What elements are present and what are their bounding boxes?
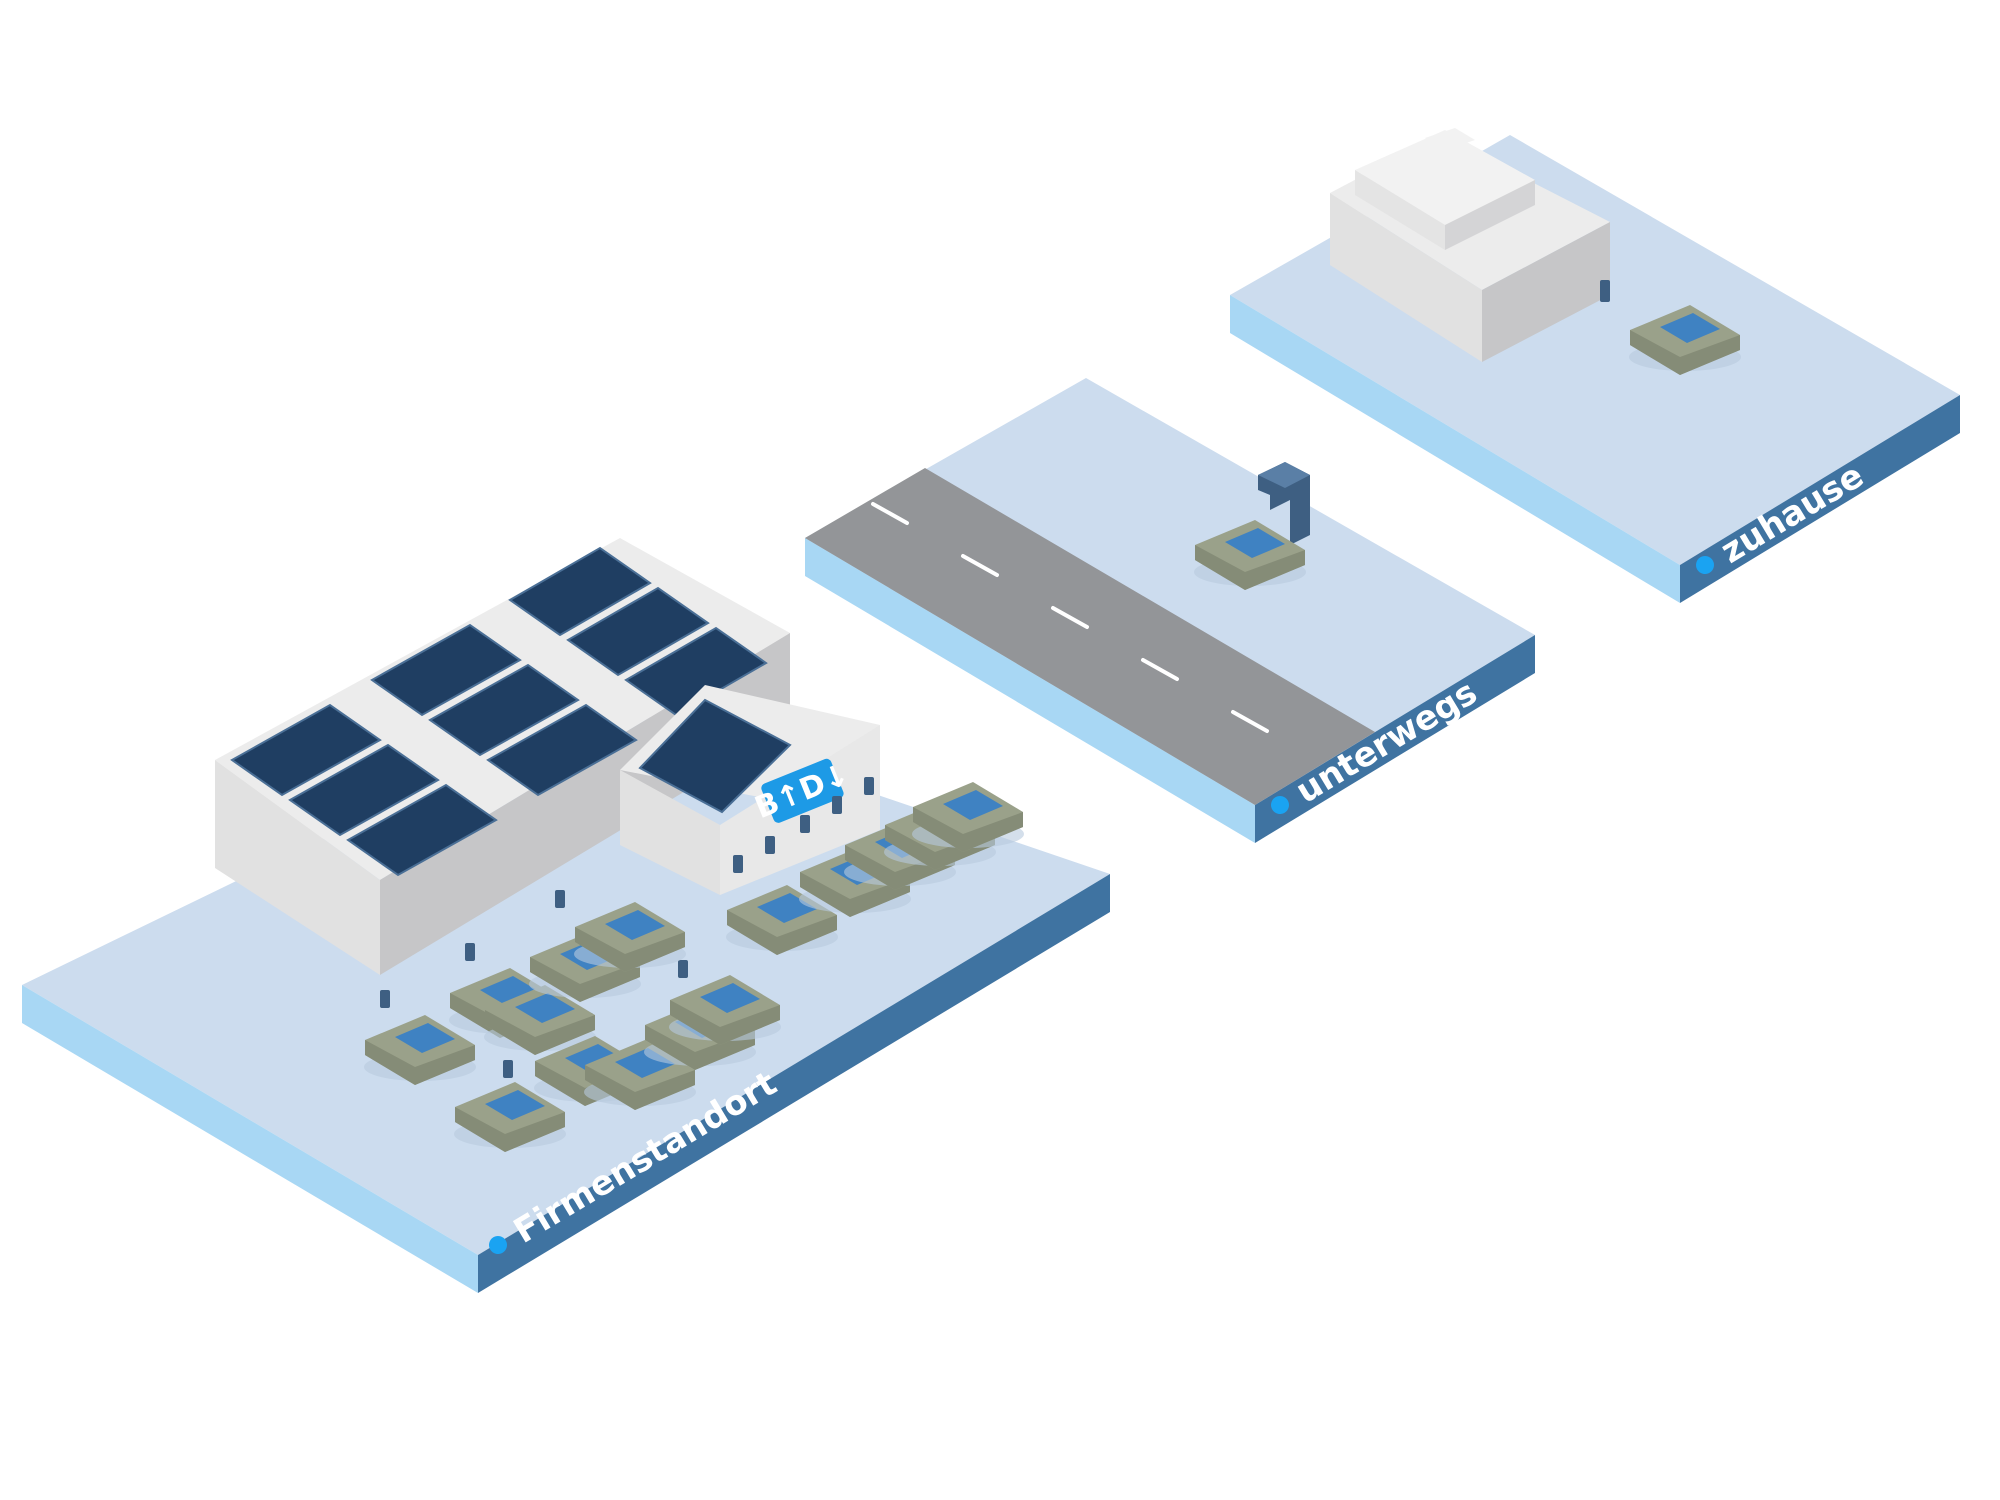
house-chimney — [1425, 128, 1475, 150]
factory: B↑D↓ — [215, 538, 880, 975]
solar-panel-icon — [508, 546, 652, 637]
car-icon — [669, 975, 781, 1045]
platform-road-front — [805, 538, 1255, 843]
charging-station-icon — [800, 815, 810, 833]
dot-icon — [1696, 556, 1714, 574]
solar-panel-icon — [566, 586, 710, 677]
solar-array-main — [230, 546, 768, 877]
road-markings — [871, 502, 1269, 733]
charging-station-icon — [555, 890, 565, 908]
car-icon — [1629, 305, 1741, 375]
house-side — [1482, 222, 1610, 362]
house-upper-roof — [1355, 130, 1535, 225]
house — [1330, 128, 1610, 362]
cars — [364, 305, 1741, 1152]
dot-icon — [1271, 796, 1289, 814]
fast-charger-icon — [1258, 462, 1310, 545]
charging-station-icon — [380, 990, 390, 1008]
charging-station-icon — [765, 836, 775, 854]
house-upper-front — [1355, 170, 1445, 250]
charging-station-icon — [733, 855, 743, 873]
solar-panel-icon — [486, 703, 638, 797]
platform-home-side — [1680, 395, 1960, 603]
platform-site-side — [478, 874, 1110, 1293]
annex-front — [620, 770, 720, 895]
house-upper-side — [1445, 180, 1535, 250]
road — [805, 468, 1375, 805]
platform-home-front — [1230, 295, 1680, 603]
factory-front — [215, 760, 380, 975]
charging-station-icon — [503, 1060, 513, 1078]
car-icon — [574, 902, 686, 972]
platform-road — [805, 378, 1535, 843]
charging-station-icon — [678, 960, 688, 978]
charging-station-icon — [864, 777, 874, 795]
car-icon — [454, 1082, 566, 1152]
solar-panel-icon — [288, 743, 440, 837]
charging-station-icon — [832, 796, 842, 814]
car-icon — [1194, 520, 1306, 590]
charging-station-icon — [1600, 280, 1610, 302]
solar-panel-icon — [230, 703, 382, 797]
car-icon — [912, 782, 1024, 852]
platform-site-front — [22, 985, 478, 1293]
charging-station-icon — [465, 943, 475, 961]
solar-panel-icon — [370, 623, 522, 717]
solar-panel-icon — [624, 626, 768, 717]
car-icon — [484, 985, 596, 1055]
house-front — [1330, 193, 1482, 362]
platform-road-side — [1255, 635, 1535, 843]
solar-panel-icon — [428, 663, 580, 757]
solar-panel-icon — [346, 783, 498, 877]
dot-icon — [489, 1236, 507, 1254]
solar-panel-icon — [638, 698, 792, 814]
car-icon — [364, 1015, 476, 1085]
platform-road-top — [805, 378, 1535, 805]
